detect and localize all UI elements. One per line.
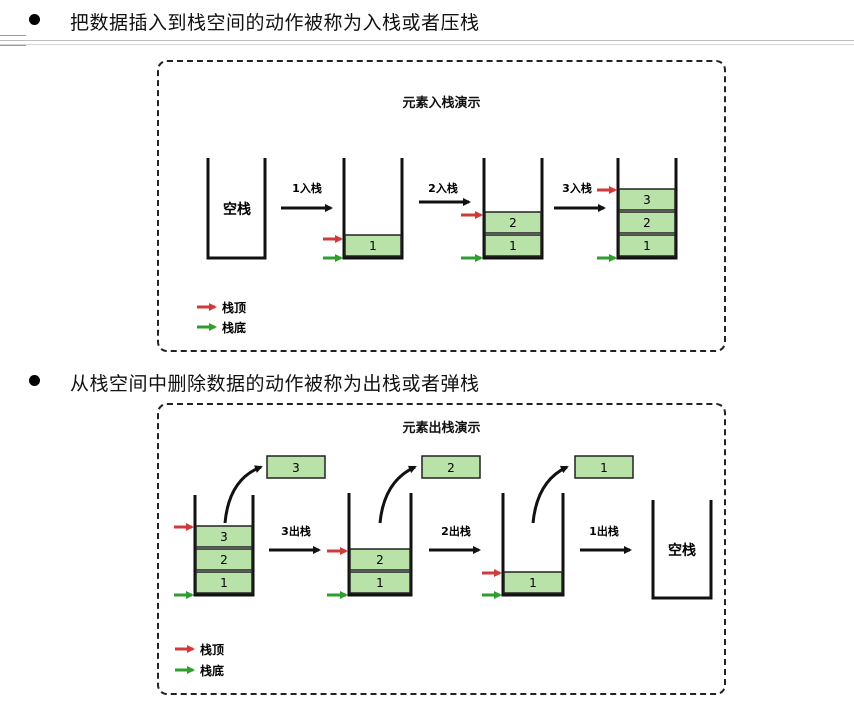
- bullet-dot: [29, 14, 40, 25]
- legend-top-label: 栈顶: [200, 642, 224, 657]
- stack-block-label: 3: [220, 530, 228, 544]
- pop-diagram-title: 元素出栈演示: [402, 421, 481, 436]
- bullet-dot: [29, 375, 40, 386]
- stack-block: [195, 571, 253, 594]
- empty-stack-label: 空栈: [668, 542, 696, 559]
- stack-after-pop-2: 1 1: [482, 455, 634, 599]
- stack-container: [193, 495, 255, 597]
- stack-container: [342, 158, 404, 260]
- bullet-push-text: 把数据插入到栈空间的动作被称为入栈或者压栈: [70, 12, 480, 34]
- popped-block: [421, 455, 481, 479]
- bullet-pop-text: 从栈空间中删除数据的动作被称为出栈或者弹栈: [70, 373, 480, 395]
- stack-block: [484, 211, 542, 234]
- stack-block: [344, 234, 402, 257]
- stack-block-label: 3: [643, 193, 651, 207]
- legend: 栈顶 栈底: [197, 300, 246, 335]
- stack-container: [501, 493, 565, 597]
- pop-curve-arrow: [531, 465, 569, 524]
- stack-block: [503, 571, 563, 594]
- stack-block: [618, 211, 676, 234]
- stack-block-label: 1: [643, 239, 651, 253]
- bullet-push: 把数据插入到栈空间的动作被称为入栈或者压栈: [0, 6, 854, 34]
- popped-block: [266, 455, 326, 479]
- push-diagram-title: 元素入栈演示: [402, 96, 481, 111]
- stack-block: [349, 571, 411, 594]
- stack-after-push-2: 1 2: [461, 158, 544, 262]
- legend: 栈顶 栈底: [175, 642, 224, 678]
- pop-step-label: 3出栈: [281, 524, 311, 538]
- push-diagram-canvas: 空栈 1入栈 1 2入栈 1 2 3入栈: [197, 158, 678, 335]
- bullet-pop: 从栈空间中删除数据的动作被称为出栈或者弹栈: [0, 367, 854, 395]
- popped-block-label: 3: [292, 461, 300, 475]
- pop-step-label: 1出栈: [589, 524, 619, 538]
- stack-after-push-3: 1 2 3: [597, 158, 678, 262]
- stack-empty-final: 空栈: [651, 500, 713, 600]
- push-step-label: 3入栈: [562, 181, 592, 195]
- stack-after-push-1: 1: [323, 158, 404, 262]
- stack-block: [349, 548, 411, 571]
- stack-after-pop-3: 1 2 2: [327, 455, 481, 599]
- stack-block-label: 1: [509, 239, 517, 253]
- stack-empty: 空栈: [206, 158, 267, 260]
- pop-diagram-panel: 元素出栈演示 1 2 3 3: [157, 403, 726, 695]
- stack-full: 1 2 3 3: [174, 455, 326, 599]
- stack-container: [482, 158, 544, 260]
- stack-block-label: 1: [369, 239, 377, 253]
- push-step-label: 1入栈: [292, 181, 322, 195]
- stack-block-label: 1: [376, 576, 384, 590]
- popped-block: [574, 455, 634, 479]
- pop-diagram-canvas: 1 2 3 3 3出栈 1 2 2: [174, 455, 713, 678]
- push-step-label: 2入栈: [428, 181, 458, 195]
- stack-container: [206, 158, 267, 260]
- stack-block-label: 1: [529, 576, 537, 590]
- push-diagram-panel: 元素入栈演示 空栈 1入栈 1: [157, 60, 726, 352]
- pop-curve-arrow: [378, 465, 417, 524]
- stack-container: [651, 500, 713, 600]
- stack-block: [618, 234, 676, 257]
- pop-step-label: 2出栈: [441, 524, 471, 538]
- stack-block-label: 2: [220, 553, 228, 567]
- stack-block-label: 1: [220, 576, 228, 590]
- popped-block-label: 1: [600, 461, 608, 475]
- stack-block-label: 2: [509, 216, 517, 230]
- divider: [0, 40, 854, 45]
- stack-block: [195, 525, 253, 548]
- legend-top-label: 栈顶: [222, 300, 246, 315]
- empty-stack-label: 空栈: [223, 201, 251, 218]
- stack-block: [195, 548, 253, 571]
- stack-block: [484, 234, 542, 257]
- stack-block-label: 2: [643, 216, 651, 230]
- legend-bottom-label: 栈底: [200, 663, 224, 678]
- pop-curve-arrow: [223, 465, 263, 524]
- stack-container: [616, 158, 678, 260]
- popped-block-label: 2: [447, 461, 455, 475]
- stack-container: [347, 493, 413, 597]
- stack-block: [618, 188, 676, 211]
- legend-bottom-label: 栈底: [222, 320, 246, 335]
- stack-block-label: 2: [376, 553, 384, 567]
